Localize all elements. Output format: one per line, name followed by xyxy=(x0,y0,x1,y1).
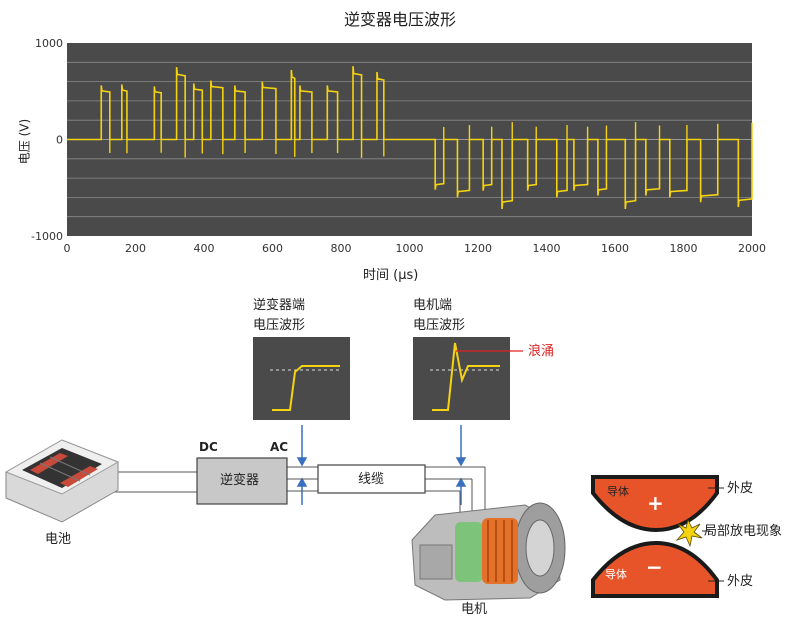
x-tick-labels: 0 200 400 600 800 1000 1200 1400 1600 1800 2000 xyxy=(64,242,767,255)
voltage-trace xyxy=(67,66,753,210)
battery-label: 电池 xyxy=(45,532,72,547)
cable-label: 线缆 xyxy=(358,472,385,487)
sheath-top-label: 外皮 xyxy=(727,481,754,496)
y-tick-labels: 1000 0 -1000 xyxy=(31,37,63,243)
motor-illustration xyxy=(411,502,566,601)
motor-waveform-label-line2: 电压波形 xyxy=(413,318,466,333)
voltage-chart: 0 200 400 600 800 1000 1200 1400 1600 1800 2000 10… xyxy=(31,37,767,255)
minus-sign: − xyxy=(646,555,663,579)
x-tick-label: 1600 xyxy=(601,242,629,255)
y-tick-label: 1000 xyxy=(35,37,63,50)
dc-wires xyxy=(115,471,197,493)
x-tick-label: 1000 xyxy=(396,242,424,255)
x-tick-label: 2000 xyxy=(738,242,766,255)
x-tick-label: 200 xyxy=(125,242,146,255)
inverter-waveform-label-line2: 电压波形 xyxy=(253,318,306,333)
inverter-waveform-panel xyxy=(253,337,350,420)
x-tick-label: 1200 xyxy=(464,242,492,255)
battery-illustration xyxy=(4,439,120,523)
ac-wires xyxy=(287,466,486,515)
y-tick-label: 0 xyxy=(56,134,63,147)
x-tick-label: 1800 xyxy=(670,242,698,255)
x-tick-label: 0 xyxy=(64,242,71,255)
cable-box xyxy=(317,464,426,494)
motor-label: 电机 xyxy=(461,602,488,617)
chart-title: 逆变器电压波形 xyxy=(343,10,456,29)
motor-waveform-label-line1: 电机端 xyxy=(413,298,453,313)
inverter-box xyxy=(196,457,288,505)
x-axis-label: 时间 (μs) xyxy=(363,268,419,283)
x-tick-label: 600 xyxy=(262,242,283,255)
inverter-waveform-label-line1: 逆变器端 xyxy=(253,298,306,313)
y-tick-label: -1000 xyxy=(31,230,63,243)
x-tick-label: 1400 xyxy=(533,242,561,255)
conductor-bottom-label: 导体 xyxy=(605,568,627,581)
conductor-top-label: 导体 xyxy=(607,485,629,498)
surge-label: 浪涌 xyxy=(528,344,555,359)
partial-discharge-illustration xyxy=(591,475,724,598)
ac-label: AC xyxy=(270,440,289,454)
inverter-label: 逆变器 xyxy=(220,473,260,488)
plus-sign: + xyxy=(647,491,664,515)
motor-waveform-panel xyxy=(413,337,523,420)
x-tick-label: 800 xyxy=(331,242,352,255)
spark-icon xyxy=(675,518,703,548)
partial-discharge-label: 局部放电现象 xyxy=(704,524,783,539)
x-tick-label: 400 xyxy=(194,242,215,255)
probe-arrows xyxy=(296,425,467,505)
sheath-bottom-label: 外皮 xyxy=(727,574,754,589)
dc-label: DC xyxy=(199,440,218,454)
